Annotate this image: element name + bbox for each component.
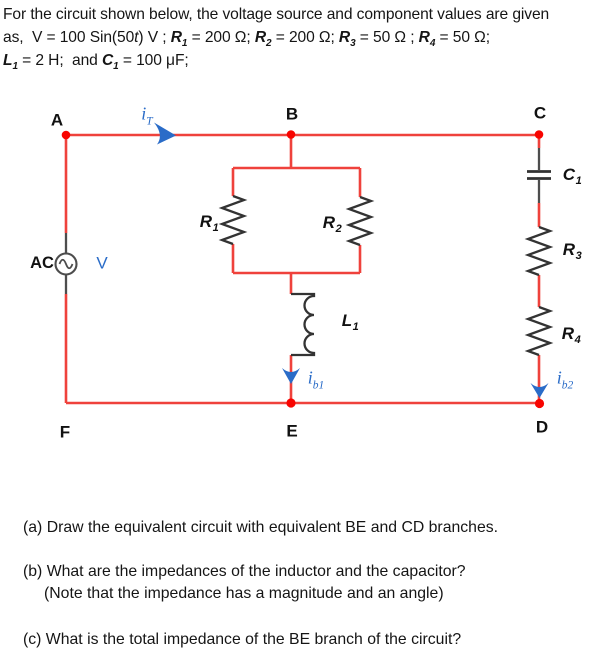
junction-dots [61,130,545,409]
statement-line-3: L1 = 2 H; and C1 = 100 μF; [3,52,189,72]
question-c: (c) What is the total impedance of the B… [23,631,462,648]
inductor-l1-label: L1 [341,311,359,333]
resistor-r4-symbol [524,305,554,357]
symbol-r1: R [170,29,182,46]
current-label-ib2: ib2 [556,367,574,392]
ib2-base: i [556,367,562,388]
r3-sub: 3 [575,250,582,262]
symbol-r3-sub: 3 [350,38,356,50]
symbol-r3: R [338,29,351,46]
r4-base: R [561,324,575,343]
line2-pre: as, V = 100 Sin(50 [3,29,135,46]
it-base: i [141,103,147,124]
current-arrow-ib2 [530,383,549,398]
symbol-r2-sub: 2 [266,38,272,50]
line2-mid: ) V ; [138,29,171,46]
value-r1: = 200 Ω; [187,29,255,46]
resistor-r2-label: R2 [322,213,342,235]
symbol-r2: R [254,29,266,46]
sine-wave-icon [58,258,74,270]
node-dot-c [534,130,544,139]
l1-sub: 1 [352,321,359,333]
r4-sub: 4 [574,334,581,346]
node-label-d: D [535,417,549,437]
resistor-r4-label: R4 [561,324,581,346]
resistor-r2-symbol [345,195,375,247]
symbol-c1-sub: 1 [113,61,119,73]
r1-sub: 1 [212,222,219,234]
c1-base: C [562,165,576,184]
node-dot-a [61,130,71,140]
ac-source-label: AC [30,253,54,272]
symbol-r4: R [418,29,430,46]
statement-line-1: For the circuit shown below, the voltage… [3,6,550,23]
resistor-r1-label: R1 [199,212,219,234]
symbol-r4-sub: 4 [429,38,436,50]
node-dot-d [534,398,545,409]
current-arrow-it [154,122,176,145]
r2-base: R [322,213,336,232]
l1-base: L [341,311,353,330]
ac-source [54,252,78,276]
value-c1: = 100 μF; [118,52,189,69]
ib1-base: i [307,367,313,388]
value-r4: = 50 Ω; [435,29,491,46]
question-b-note: (Note that the impedance has a magnitude… [44,585,444,602]
resistor-r3-symbol [524,225,554,277]
symbol-r1-sub: 1 [181,38,188,50]
symbol-c1: C [102,52,114,69]
circuit-diagram [54,122,554,409]
capacitor-c1-symbol [527,170,551,180]
node-label-b: B [285,104,299,124]
current-label-ib1: ib1 [307,367,325,392]
symbol-l1: L [3,52,13,69]
resistor-r1-symbol [218,194,248,246]
voltage-source-label: V [96,253,108,273]
c1-sub: 1 [575,175,582,187]
current-arrow-ib1 [282,368,300,384]
question-a: (a) Draw the equivalent circuit with equ… [23,519,499,536]
r2-sub: 2 [335,223,342,235]
it-sub: T [146,115,153,128]
node-dot-e [286,398,296,408]
node-label-a: A [50,110,64,130]
circuit-wires [64,133,541,405]
symbol-l1-sub: 1 [12,61,18,73]
value-l1: = 2 H; and [17,52,102,69]
line2-t-variable: t [134,29,139,46]
node-label-e: E [286,421,298,441]
resistor-r3-label: R3 [562,240,582,262]
value-r3: = 50 Ω ; [355,29,419,46]
value-r2: = 200 Ω; [271,29,339,46]
current-arrows [154,122,549,398]
ib1-sub: b1 [312,379,325,392]
ib2-sub: b2 [561,379,574,392]
capacitor-c1-label: C1 [562,165,582,187]
node-dot-b [286,130,296,139]
r1-base: R [199,212,213,231]
statement-line-2: as, V = 100 Sin(50t) V ; R1 = 200 Ω; R2 … [3,29,490,49]
question-b: (b) What are the impedances of the induc… [23,563,466,580]
wire-parallel-box [231,166,362,275]
inductor-l1-symbol [291,292,316,357]
component-leads [64,148,541,294]
node-label-f: F [59,422,71,442]
current-label-it: iT [141,103,152,128]
node-label-c: C [533,103,547,123]
r3-base: R [562,240,576,259]
